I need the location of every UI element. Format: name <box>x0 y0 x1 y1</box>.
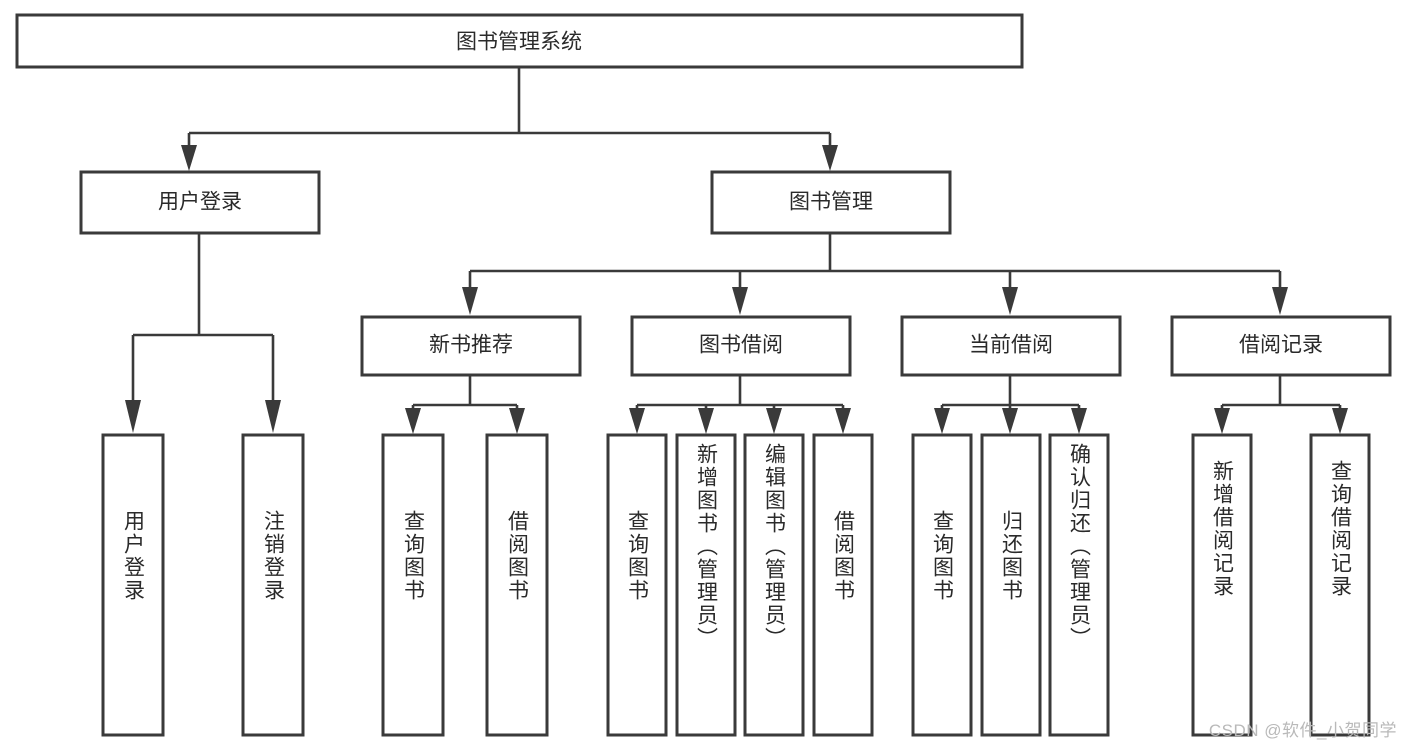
arrow-head-icon <box>265 400 281 433</box>
arrow-head-icon <box>766 408 782 434</box>
arrow-head-icon <box>835 408 851 434</box>
node-book-borrow[interactable]: 图书借阅 <box>630 315 852 377</box>
arrow-head-icon <box>698 408 714 434</box>
arrow-head-icon <box>1332 408 1348 434</box>
node-new-book-rec-label: 新书推荐 <box>429 334 513 357</box>
node-current-borrow-label: 当前借阅 <box>969 334 1053 357</box>
arrow-head-icon <box>1214 408 1230 434</box>
node-current-borrow[interactable]: 当前借阅 <box>900 315 1122 377</box>
connector-book-manage-to-level3 <box>462 234 1288 315</box>
node-leaf-edit-book-box[interactable] <box>743 433 805 737</box>
node-root[interactable]: 图书管理系统 <box>15 13 1024 69</box>
arrow-head-icon <box>1071 408 1087 434</box>
node-book-borrow-box[interactable] <box>630 315 852 377</box>
leaf-boxes <box>101 433 1371 737</box>
csdn-watermark: CSDN @软件_小贺同学 <box>1208 721 1397 740</box>
node-leaf-logout-box[interactable] <box>241 433 305 737</box>
connector-borrow-record-to-leaves <box>1214 376 1348 434</box>
node-user-login-label: 用户登录 <box>158 191 242 214</box>
node-user-login[interactable]: 用户登录 <box>79 170 321 235</box>
node-leaf-return-book-box[interactable] <box>980 433 1042 737</box>
node-new-book-rec[interactable]: 新书推荐 <box>360 315 582 377</box>
arrow-head-icon <box>509 408 525 434</box>
node-user-login-box[interactable] <box>79 170 321 235</box>
node-leaf-query-book-1-box[interactable] <box>381 433 445 737</box>
connector-user-login-to-leaves <box>125 234 281 433</box>
connector-book-borrow-to-leaves <box>629 376 851 434</box>
node-leaf-confirm-return-box[interactable] <box>1048 433 1110 737</box>
node-leaf-borrow-book-2-box[interactable] <box>812 433 874 737</box>
node-current-borrow-box[interactable] <box>900 315 1122 377</box>
arrow-head-icon <box>125 400 141 433</box>
arrow-head-icon <box>934 408 950 434</box>
node-root-box[interactable] <box>15 13 1024 69</box>
arrow-head-icon <box>822 145 838 171</box>
arrow-head-icon <box>405 408 421 434</box>
node-book-manage-label: 图书管理 <box>789 191 873 214</box>
node-leaf-user-login-box[interactable] <box>101 433 165 737</box>
arrow-head-icon <box>181 145 197 171</box>
node-borrow-record-label: 借阅记录 <box>1239 334 1323 357</box>
node-borrow-record[interactable]: 借阅记录 <box>1170 315 1392 377</box>
node-new-book-rec-box[interactable] <box>360 315 582 377</box>
arrow-head-icon <box>1272 287 1288 315</box>
arrow-head-icon <box>1002 408 1018 434</box>
arrow-head-icon <box>462 287 478 315</box>
node-book-borrow-label: 图书借阅 <box>699 334 783 357</box>
node-leaf-query-record-box[interactable] <box>1309 433 1371 737</box>
arrow-head-icon <box>732 287 748 315</box>
node-leaf-query-book-3-box[interactable] <box>911 433 973 737</box>
connector-current-borrow-to-leaves <box>934 376 1087 434</box>
node-leaf-query-book-2-box[interactable] <box>606 433 668 737</box>
node-leaf-add-book-box[interactable] <box>675 433 737 737</box>
arrow-head-icon <box>1002 287 1018 315</box>
node-leaf-borrow-book-1-box[interactable] <box>485 433 549 737</box>
node-borrow-record-box[interactable] <box>1170 315 1392 377</box>
connector-root-to-level2 <box>181 67 838 171</box>
arrow-head-icon <box>629 408 645 434</box>
node-root-label: 图书管理系统 <box>456 31 582 54</box>
node-leaf-add-record-box[interactable] <box>1191 433 1253 737</box>
connector-new-book-rec-to-leaves <box>405 376 525 434</box>
node-book-manage[interactable]: 图书管理 <box>710 170 952 235</box>
node-book-manage-box[interactable] <box>710 170 952 235</box>
